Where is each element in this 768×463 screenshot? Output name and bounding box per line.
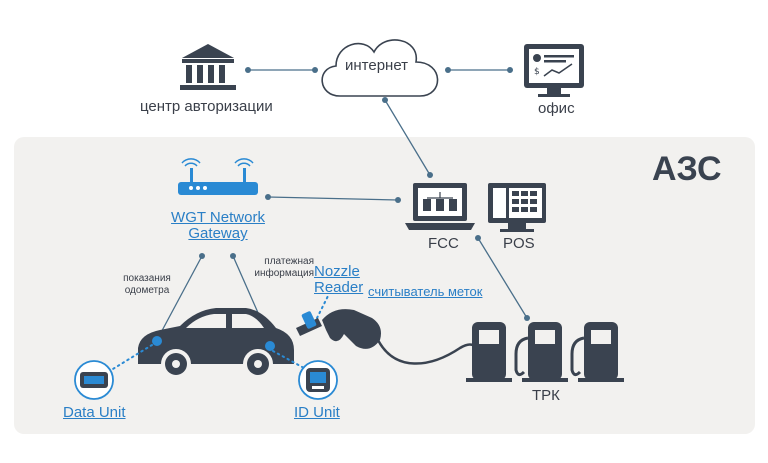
car-icon — [138, 308, 294, 379]
station-area — [14, 137, 755, 434]
link-internet-fcc — [384, 99, 431, 176]
pos-terminal-icon — [488, 183, 546, 232]
id-device-icon — [298, 360, 338, 400]
data-unit-label[interactable]: Data Unit — [63, 404, 126, 421]
router-icon — [178, 158, 258, 195]
nozzle-reader-label-line2: Reader — [314, 279, 364, 296]
monitor-chart-icon: $ — [524, 44, 584, 97]
auth-center-label: центр авторизации — [140, 98, 273, 115]
svg-text:$: $ — [534, 67, 540, 77]
bank-icon — [180, 44, 236, 90]
tag-reader-label[interactable]: считыватель меток — [368, 284, 483, 299]
internet-label: интернет — [345, 57, 409, 74]
link-gateway-car-rear — [156, 255, 203, 341]
odometer-label: показания одометра — [119, 273, 175, 297]
pos-label: POS — [503, 235, 535, 252]
link-pos-trk — [477, 237, 528, 319]
gateway-label[interactable]: WGT Network Gateway — [170, 210, 266, 242]
payment-info-label-line1: платежная — [264, 256, 314, 267]
nozzle-reader-label[interactable]: Nozzle Reader — [314, 264, 363, 296]
fcc-label: FCC — [428, 235, 459, 252]
cloud-icon — [321, 39, 439, 97]
station-title: АЗС — [652, 150, 722, 188]
fuel-nozzle-icon — [296, 309, 480, 365]
office-label: офис — [538, 100, 575, 117]
odometer-label-line2: одометра — [124, 285, 170, 296]
nozzle-reader-label-line1: Nozzle — [314, 263, 360, 280]
laptop-fcc-icon — [405, 183, 475, 230]
id-unit-label[interactable]: ID Unit — [294, 404, 340, 421]
payment-info-label: платежная информация — [250, 256, 314, 280]
obd-device-icon — [74, 360, 114, 400]
link-gateway-fcc — [267, 196, 399, 201]
gateway-label-line1: WGT Network — [171, 209, 265, 226]
odometer-label-line1: показания — [123, 273, 171, 284]
trk-label: ТРК — [532, 387, 560, 404]
payment-info-label-line2: информация — [254, 268, 314, 279]
gateway-label-line2: Gateway — [188, 225, 248, 242]
fuel-dispenser-icon — [466, 322, 624, 382]
